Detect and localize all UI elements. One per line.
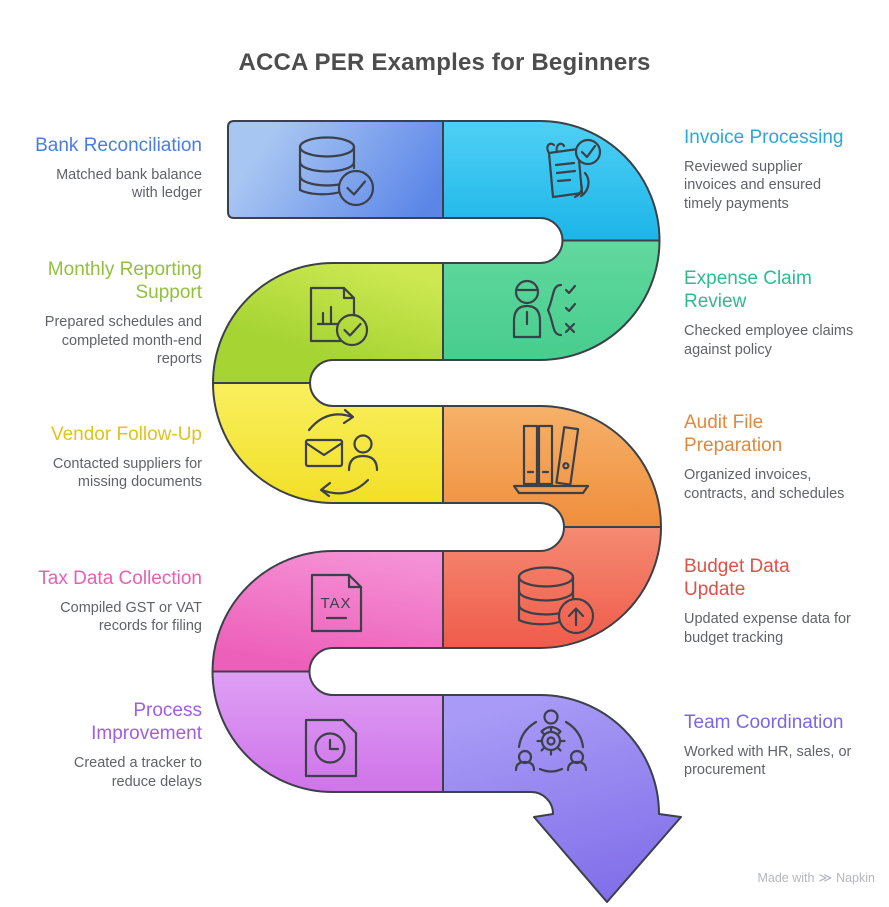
- item-title: Vendor Follow-Up: [50, 424, 202, 445]
- item-title: Process Improvement: [91, 700, 202, 745]
- item-title: Tax Data Collection: [38, 568, 202, 589]
- snake-icons: TAX: [298, 136, 602, 778]
- item-vendor-follow-up: Vendor Follow-Up Contacted suppliers for…: [0, 423, 202, 492]
- report-check-icon: [309, 286, 369, 347]
- team-gear-icon: [514, 709, 588, 773]
- item-title: Invoice Processing: [684, 127, 844, 148]
- item-tax-data-collection: Tax Data Collection Compiled GST or VAT …: [0, 567, 202, 636]
- item-description: Organized invoices, contracts, and sched…: [684, 467, 845, 502]
- item-team-coordination: Team Coordination Worked with HR, sales,…: [684, 711, 889, 780]
- item-title: Audit File Preparation: [684, 412, 783, 457]
- item-audit-file-preparation: Audit File Preparation Organized invoice…: [684, 411, 889, 503]
- item-description: Updated expense data for budget tracking: [684, 611, 851, 646]
- item-description: Matched bank balance with ledger: [56, 167, 202, 202]
- item-description: Reviewed supplier invoices and ensured t…: [684, 159, 822, 212]
- item-monthly-reporting-support: Monthly Reporting Support Prepared sched…: [0, 258, 202, 368]
- item-process-improvement: Process Improvement Created a tracker to…: [0, 699, 202, 791]
- books-shelf-icon: [512, 424, 590, 495]
- item-title: Monthly Reporting Support: [47, 259, 202, 304]
- segment-vendor-follow-up: [212, 382, 444, 504]
- segment-team-coordination-arrow: [442, 694, 682, 903]
- segment-budget-data-update: [442, 526, 662, 649]
- database-check-icon: [298, 136, 375, 207]
- watermark-brand: Napkin: [836, 871, 875, 885]
- tax-document-icon: TAX: [310, 573, 363, 633]
- item-description: Checked employee claims against policy: [684, 323, 854, 358]
- item-invoice-processing: Invoice Processing Reviewed supplier inv…: [684, 126, 889, 213]
- item-description: Contacted suppliers for missing document…: [52, 456, 202, 491]
- watermark: Made with ≫ Napkin: [757, 870, 875, 886]
- item-title: Expense Claim Review: [684, 268, 812, 313]
- item-description: Created a tracker to reduce delays: [73, 755, 202, 790]
- tax-label: TAX: [320, 595, 351, 612]
- item-title: Budget Data Update: [684, 556, 790, 601]
- segment-tax-data-collection: [211, 550, 444, 673]
- watermark-text: Made with: [757, 871, 815, 885]
- database-upload-icon: [517, 566, 595, 635]
- page-title: ACCA PER Examples for Beginners: [238, 49, 651, 76]
- item-expense-claim-review: Expense Claim Review Checked employee cl…: [684, 267, 889, 359]
- snake-segments: [211, 120, 682, 903]
- item-budget-data-update: Budget Data Update Updated expense data …: [684, 555, 889, 647]
- mail-sync-person-icon: [304, 408, 379, 498]
- item-title: Team Coordination: [684, 712, 844, 733]
- segment-bank-reconciliation: [227, 120, 444, 219]
- document-clock-icon: [304, 718, 358, 778]
- item-title: Bank Reconciliation: [35, 135, 202, 156]
- invoice-hand-icon: [546, 138, 602, 199]
- person-checklist-icon: [512, 279, 577, 339]
- segment-process-improvement: [211, 670, 444, 793]
- item-bank-reconciliation: Bank Reconciliation Matched bank balance…: [0, 134, 202, 203]
- item-description: Prepared schedules and completed month-e…: [44, 314, 202, 367]
- item-description: Worked with HR, sales, or procurement: [684, 744, 852, 779]
- napkin-logo-icon: ≫: [818, 870, 833, 885]
- item-description: Compiled GST or VAT records for filing: [60, 600, 202, 635]
